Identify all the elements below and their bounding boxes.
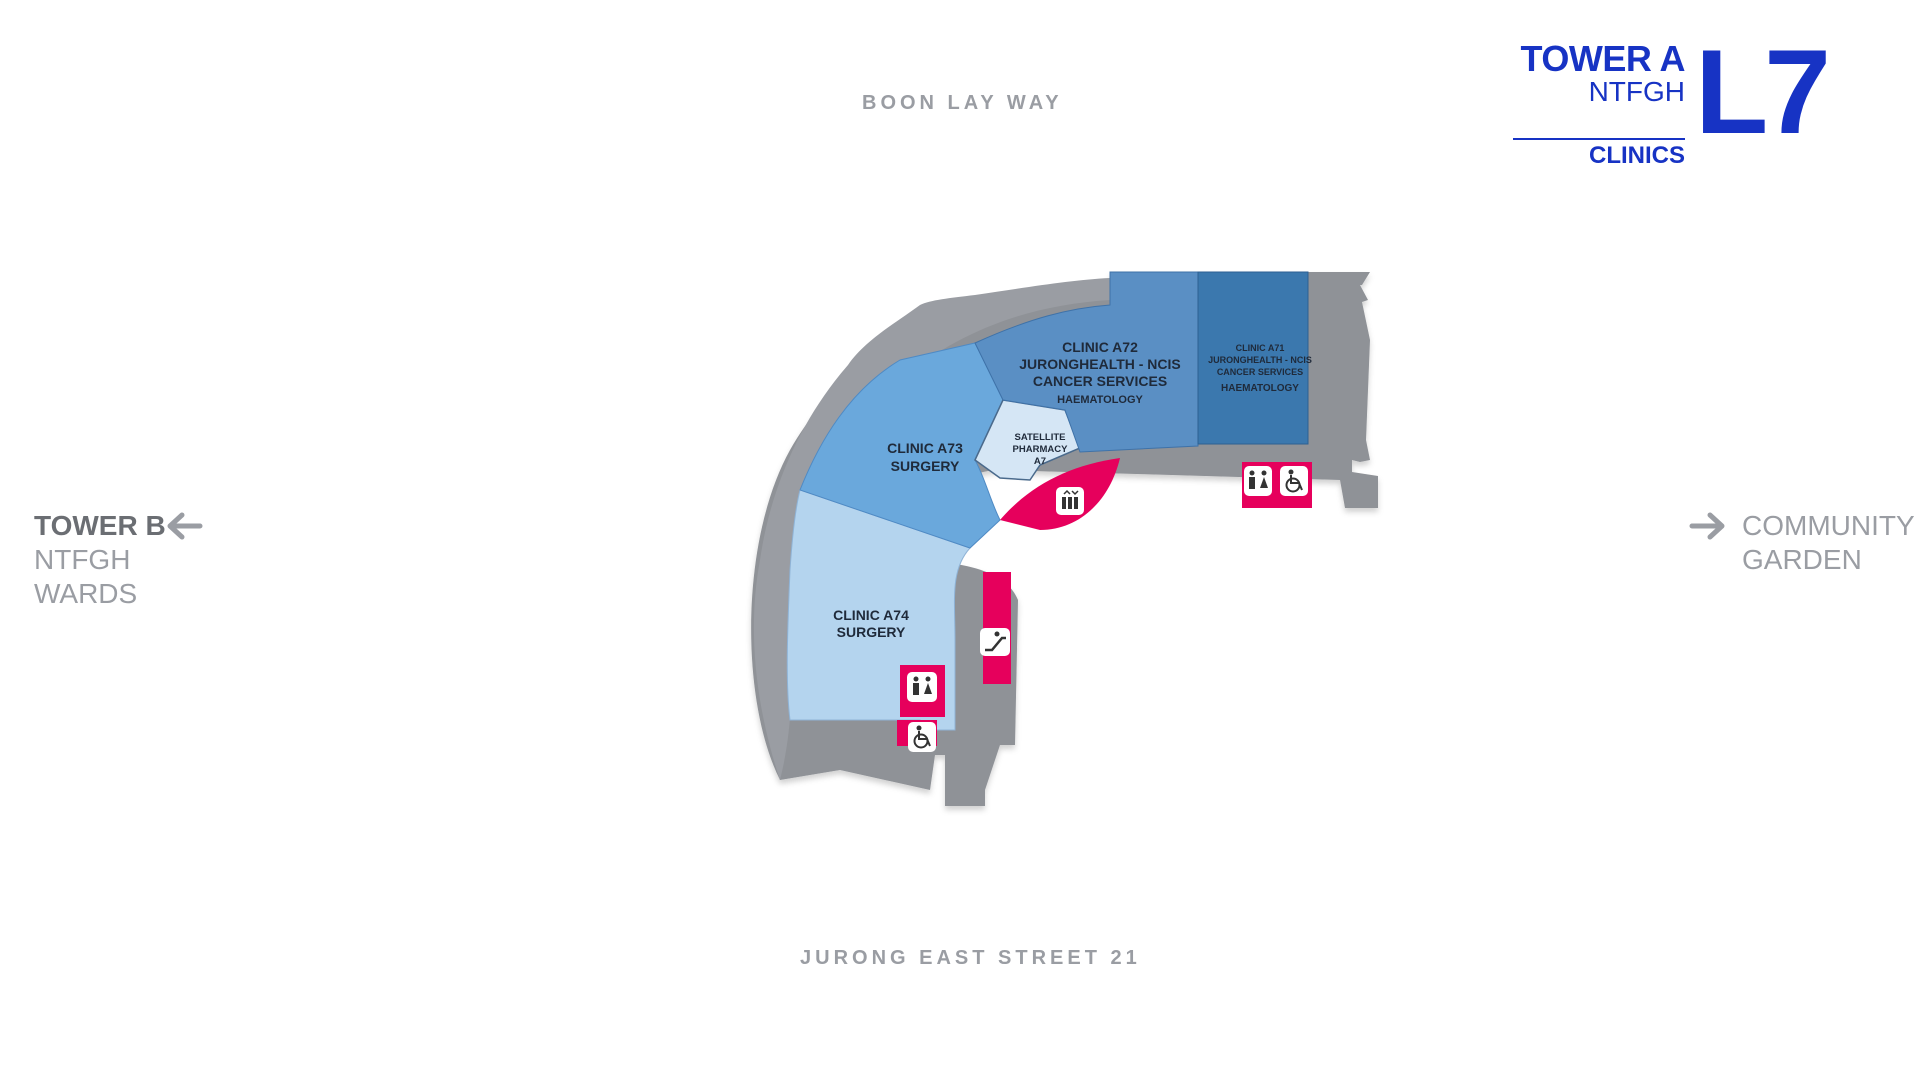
building-name: NTFGH (1588, 76, 1685, 107)
clinic-a71-service1: JURONGHEALTH - NCIS (1208, 355, 1312, 365)
direction-west[interactable]: TOWER B NTFGH WARDS (34, 509, 166, 611)
pharmacy-line2: PHARMACY (1013, 444, 1069, 455)
clinic-a74-label: CLINIC A74 SURGERY (833, 607, 909, 640)
clinic-a73-service: SURGERY (891, 458, 960, 474)
accessible-toilet-icon[interactable] (1280, 466, 1308, 496)
clinic-a74-service: SURGERY (837, 624, 906, 640)
clinic-a72-label: CLINIC A72 JURONGHEALTH - NCIS CANCER SE… (1019, 339, 1181, 406)
clinic-a71-name: CLINIC A71 (1236, 343, 1285, 353)
street-south: JURONG EAST STREET 21 (800, 947, 1141, 969)
direction-west-line3: WARDS (34, 578, 138, 609)
clinic-a72-service1: JURONGHEALTH - NCIS (1019, 356, 1181, 372)
clinic-a72-area[interactable] (974, 271, 1199, 453)
pharmacy-line1: SATELLITE (1014, 432, 1065, 443)
direction-east-line1: COMMUNITY (1742, 510, 1915, 541)
clinic-a73-label: CLINIC A73 SURGERY (887, 440, 963, 474)
toilet-icon[interactable] (1244, 466, 1272, 496)
escalator-icon[interactable] (980, 628, 1010, 656)
direction-west-line1: TOWER B (34, 510, 166, 541)
toilet-icon[interactable] (907, 672, 937, 702)
accessible-toilet-icon[interactable] (908, 722, 936, 752)
clinic-a71-label: CLINIC A71 JURONGHEALTH - NCIS CANCER SE… (1208, 343, 1312, 394)
arrow-right-icon (1689, 512, 1725, 540)
clinic-a73-area[interactable] (799, 342, 1004, 549)
direction-west-line2: NTFGH (34, 544, 131, 575)
clinic-a73-name: CLINIC A73 (887, 440, 963, 456)
direction-east-line2: GARDEN (1742, 544, 1862, 575)
clinic-a72-name: CLINIC A72 (1062, 339, 1138, 355)
clinic-a72-service2: CANCER SERVICES (1033, 373, 1167, 389)
pharmacy-label: SATELLITE PHARMACY A7 (1013, 432, 1069, 467)
outer-curve-wall (753, 278, 1110, 780)
lift-icon[interactable] (1056, 487, 1084, 515)
clinic-a71-area[interactable] (1197, 271, 1309, 445)
level-header: TOWER A NTFGH CLINICS L7 (1505, 32, 1865, 169)
street-north: BOON LAY WAY (862, 92, 1063, 114)
arrow-left-icon (167, 512, 203, 540)
floor-type: CLINICS (1589, 142, 1685, 169)
direction-east[interactable]: COMMUNITY GARDEN (1742, 509, 1915, 577)
header-divider (1513, 138, 1685, 140)
level-number: L7 (1695, 25, 1831, 159)
clinic-a71-sub: HAEMATOLOGY (1221, 383, 1299, 394)
clinic-a72-sub: HAEMATOLOGY (1057, 394, 1143, 406)
clinic-a71-service2: CANCER SERVICES (1217, 367, 1303, 377)
clinic-a74-name: CLINIC A74 (833, 607, 909, 623)
tower-title: TOWER A (1520, 38, 1686, 79)
pharmacy-line3: A7 (1034, 456, 1046, 467)
